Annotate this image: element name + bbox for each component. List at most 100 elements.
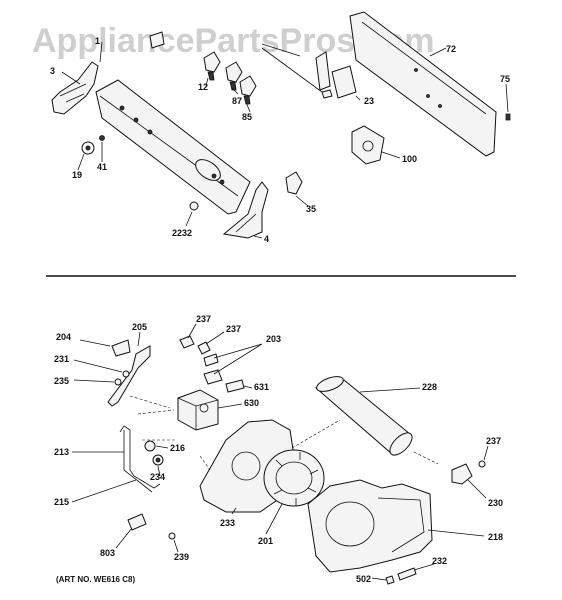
part-41-clip[interactable] <box>99 135 105 141</box>
label-41: 41 <box>97 162 107 172</box>
label-213: 213 <box>54 447 69 457</box>
leader-3 <box>61 71 81 85</box>
part-2232-button[interactable] <box>189 201 199 211</box>
switch-terminal <box>199 403 209 413</box>
knob-center <box>85 145 91 151</box>
part-75-screw[interactable] <box>505 113 511 121</box>
label-201: 201 <box>258 536 273 546</box>
part-237-screw-right[interactable] <box>478 460 486 468</box>
label-237-b: 237 <box>226 324 241 334</box>
leader-216 <box>155 445 169 449</box>
label-23: 23 <box>364 96 374 106</box>
panel-hole <box>133 117 139 123</box>
panel-hole <box>219 179 225 185</box>
part-630-switch[interactable] <box>177 389 219 431</box>
part-205-bracket[interactable] <box>107 345 151 407</box>
part-85-switch[interactable] <box>239 75 257 97</box>
part-230-thermostat[interactable] <box>451 463 473 485</box>
label-502: 502 <box>356 574 371 584</box>
label-3: 3 <box>50 66 55 76</box>
label-19: 19 <box>72 170 82 180</box>
leader-35 <box>295 195 309 207</box>
part-35-bracket[interactable] <box>285 171 303 195</box>
backsplash-hole <box>438 104 442 108</box>
leader-239 <box>173 539 179 553</box>
leader-237c <box>483 445 489 461</box>
label-237-a: 237 <box>196 314 211 324</box>
leader-23-top <box>261 43 323 93</box>
wheel-hub <box>275 461 313 495</box>
nut-center <box>155 457 161 463</box>
leader-85 <box>245 101 251 113</box>
label-205: 205 <box>132 322 147 332</box>
art-number: (ART NO. WE616 C8) <box>56 575 135 584</box>
part-203-clip-a[interactable] <box>203 353 219 367</box>
label-4: 4 <box>264 234 269 244</box>
part-218-duct-housing[interactable] <box>307 479 433 573</box>
label-1: 1 <box>95 36 100 46</box>
endcap-detail <box>235 213 257 233</box>
label-232: 232 <box>432 556 447 566</box>
part-232-screw[interactable] <box>397 567 417 581</box>
leader-218 <box>427 529 485 537</box>
part-631-fuse[interactable] <box>225 379 245 393</box>
leader-12 <box>205 77 209 87</box>
part-1-control-panel[interactable] <box>95 79 251 215</box>
part-231-screw[interactable] <box>122 370 130 378</box>
part-small-plate[interactable] <box>149 31 165 49</box>
leader-201 <box>265 503 283 535</box>
leader-630 <box>217 403 243 409</box>
label-100: 100 <box>402 154 417 164</box>
part-4-endcap[interactable] <box>222 181 269 239</box>
label-203: 203 <box>266 334 281 344</box>
label-233: 233 <box>220 518 235 528</box>
label-234: 234 <box>150 472 165 482</box>
leader-235 <box>73 379 115 383</box>
leader-204 <box>79 339 111 347</box>
part-203-clip-b[interactable] <box>203 369 223 385</box>
leader-1 <box>99 41 103 63</box>
part-23-board[interactable] <box>331 65 357 99</box>
part-803-clip[interactable] <box>127 513 147 531</box>
part-12-switch[interactable] <box>203 51 221 73</box>
part-239-screw[interactable] <box>168 532 176 540</box>
part-72-backsplash[interactable] <box>349 11 497 157</box>
part-237-screw[interactable] <box>197 341 211 355</box>
part-204-clip[interactable] <box>111 339 131 357</box>
part-87-switch[interactable] <box>225 61 243 83</box>
leader-228 <box>359 387 421 393</box>
label-85: 85 <box>242 112 252 122</box>
part-235-nut[interactable] <box>114 378 122 386</box>
label-215: 215 <box>54 497 69 507</box>
duct-edge <box>377 497 425 553</box>
leader-215 <box>71 479 137 503</box>
part-201-blower-wheel[interactable] <box>263 449 325 507</box>
part-3-endcap[interactable] <box>51 61 99 115</box>
part-237-screw-top[interactable] <box>179 335 195 349</box>
drum-start <box>316 376 344 392</box>
part-216-bracket[interactable] <box>144 440 156 452</box>
part-213-harness[interactable] <box>119 425 161 489</box>
leader-803 <box>115 527 133 549</box>
leader-72 <box>429 47 447 57</box>
leader-237b <box>205 331 225 345</box>
label-204: 204 <box>56 332 71 342</box>
part-502-screw[interactable] <box>385 575 395 585</box>
label-216: 216 <box>170 443 185 453</box>
part-23-board-strip[interactable] <box>315 51 331 91</box>
label-230: 230 <box>488 498 503 508</box>
module-knob <box>362 140 374 152</box>
part-100-module[interactable] <box>351 125 385 165</box>
label-235: 235 <box>54 376 69 386</box>
leader-234 <box>157 465 161 477</box>
part-3-detail <box>59 83 87 103</box>
label-228: 228 <box>422 382 437 392</box>
leader-87 <box>231 87 239 95</box>
leader-205 <box>137 331 141 347</box>
duct-opening <box>325 501 375 547</box>
label-218: 218 <box>488 532 503 542</box>
part-85-leg <box>243 95 251 105</box>
panel-hole <box>119 105 125 111</box>
